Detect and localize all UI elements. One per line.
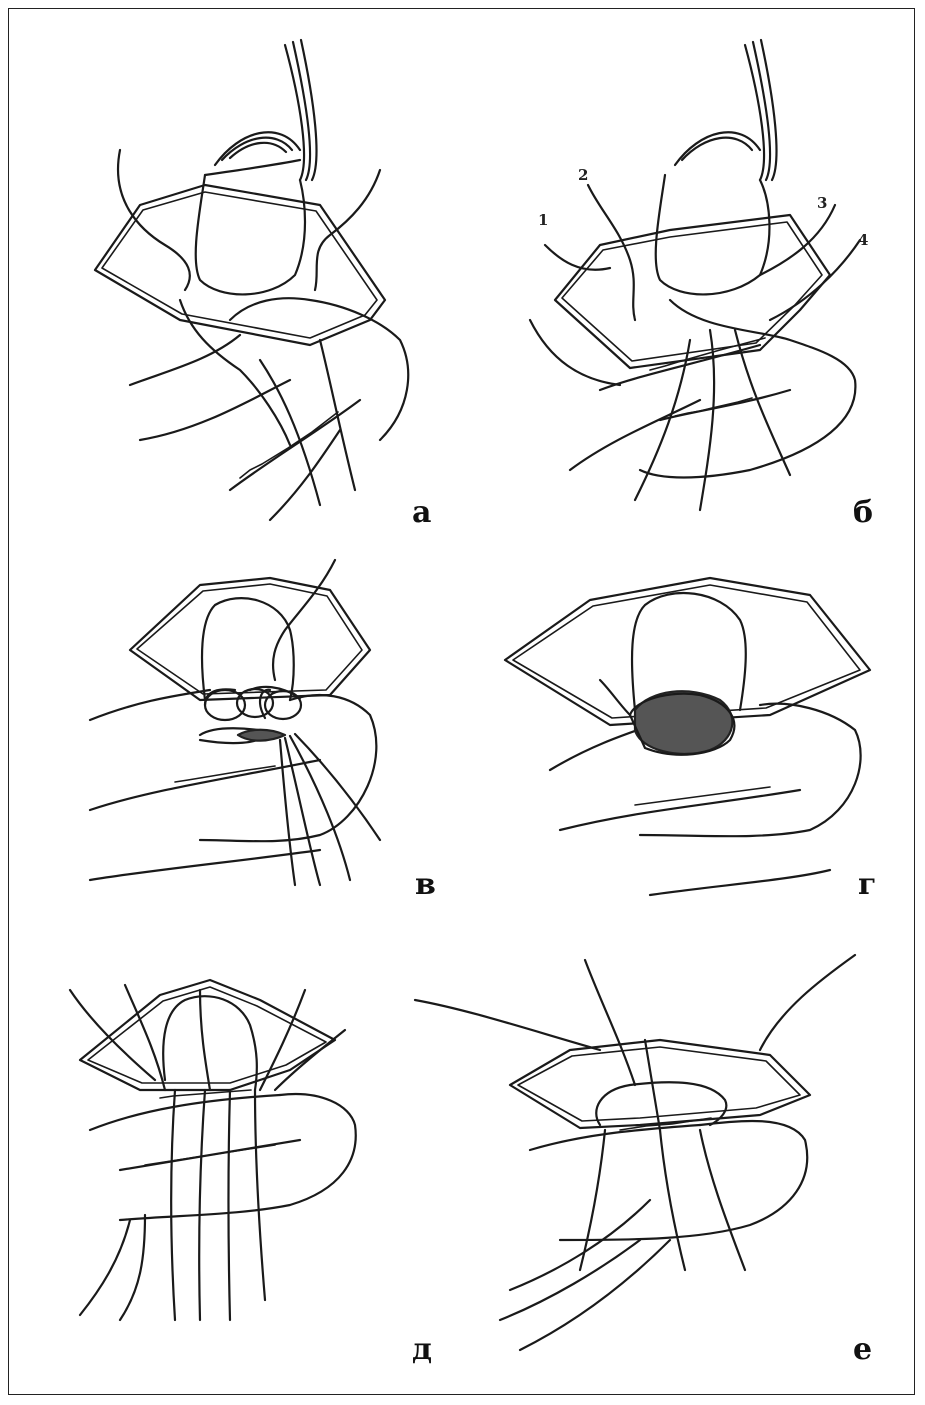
callout-2: 2 [578,166,588,184]
callout-4: 4 [858,231,868,249]
panel-e-drawing [460,940,920,1405]
panel-g-drawing [460,540,920,940]
panel-b-label: б [853,498,873,528]
panel-e: е [460,940,920,1405]
panel-g: г [460,540,920,940]
panel-e-label: е [853,1335,872,1365]
panel-v-label: в [415,870,436,900]
panel-a-drawing [0,0,460,540]
panel-a-label: а [412,498,431,528]
panel-b: 2 1 3 4 б [460,0,920,540]
callout-3: 3 [817,194,827,212]
callout-1: 1 [538,211,548,229]
panel-g-label: г [858,870,876,900]
panel-a: а [0,0,460,540]
panel-d-label: д [412,1335,432,1365]
panel-b-drawing: 2 1 3 4 [460,0,920,540]
panel-v-drawing [0,540,460,940]
panel-d: д [0,940,460,1405]
panel-v: в [0,540,460,940]
panel-d-drawing [0,940,460,1405]
